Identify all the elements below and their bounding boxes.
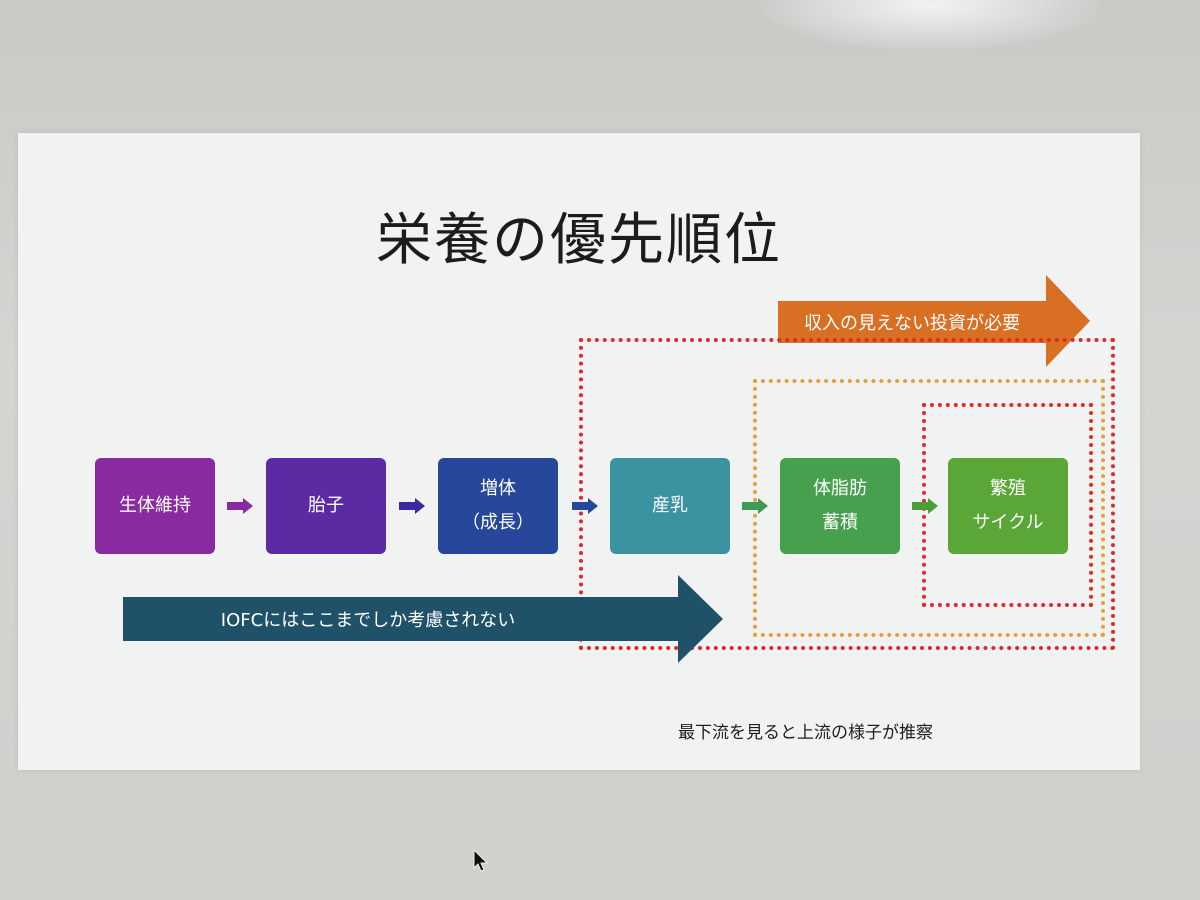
step-label: 体脂肪 [813,477,867,499]
step-label: 繁殖 [990,477,1026,499]
investment-arrow [778,275,1090,367]
connector-arrow-icon [912,498,938,514]
screen-glare [760,0,1100,50]
iofc-arrow-label: IOFCにはここまでしか考慮されない [220,610,516,631]
investment-arrow-label: 収入の見えない投資が必要 [804,313,1020,334]
iofc-arrow [123,575,723,663]
step-box-body-fat: 体脂肪 蓄積 [780,458,900,554]
outer-dotted-frame [579,338,1115,650]
step-sublabel: 蓄積 [822,512,858,533]
presentation-slide: 栄養の優先順位 収入の見えない投資が必要 生体維持 胎子 増体 （成長） 産乳 … [18,133,1140,770]
step-box-milk: 産乳 [610,458,730,554]
connector-arrow-icon [399,498,425,514]
step-label: 生体維持 [119,494,191,516]
connector-arrow-icon [742,498,768,514]
step-box-growth: 増体 （成長） [438,458,558,554]
slide-footnote: 最下流を見ると上流の様子が推察 [678,723,933,743]
mouse-cursor-icon [473,849,489,872]
step-sublabel: （成長） [462,512,534,533]
step-box-fetus: 胎子 [266,458,386,554]
step-box-maintenance: 生体維持 [95,458,215,554]
step-sublabel: サイクル [972,512,1044,533]
connector-arrow-icon [227,498,253,514]
slide-title: 栄養の優先順位 [376,208,782,273]
step-label: 産乳 [652,494,688,516]
step-box-reproduction: 繁殖 サイクル [948,458,1068,554]
step-label: 胎子 [308,494,344,516]
connector-arrow-icon [572,498,598,514]
step-label: 増体 [480,477,516,499]
